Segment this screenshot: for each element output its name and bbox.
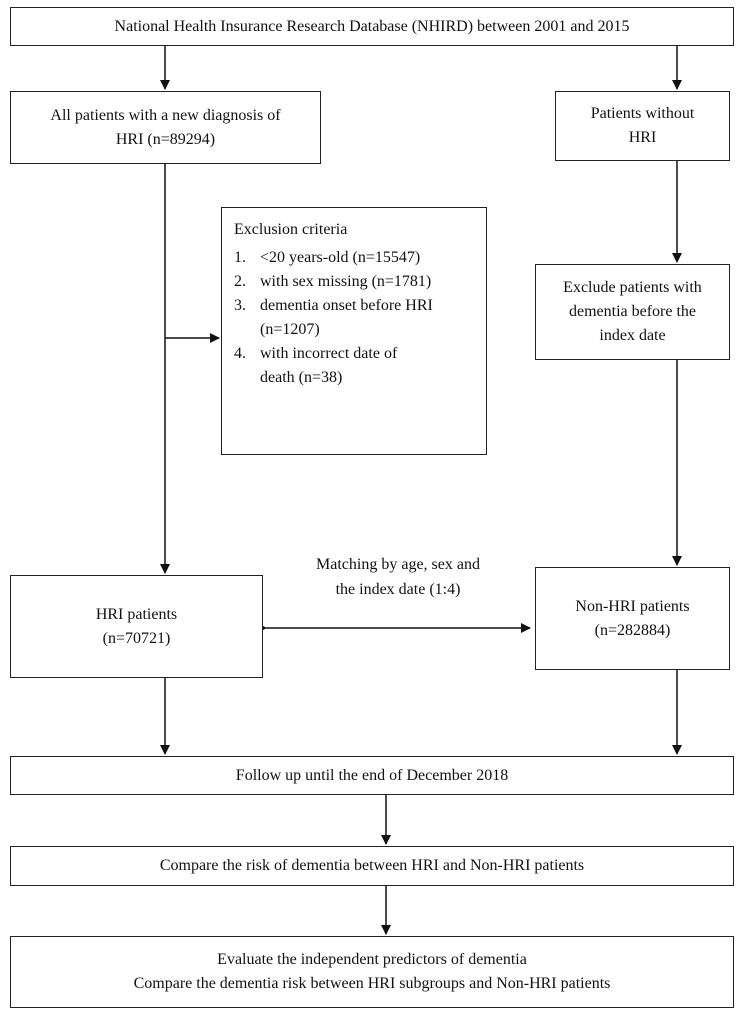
evaluate-line-1: Evaluate the independent predictors of d… <box>217 951 527 968</box>
exclusion-item-text: (n=1207) <box>260 321 320 338</box>
compare-risk-box: Compare the risk of dementia between HRI… <box>10 846 734 886</box>
exclusion-item: 3. dementia onset before HRI (n=1207) <box>234 294 474 342</box>
hri-new-diagnosis-line-2: HRI (n=89294) <box>115 130 216 148</box>
exclude-dementia-line-2: dementia before the <box>568 303 697 320</box>
matching-label: Matching by age, sex and the index date … <box>270 553 526 603</box>
hri-patients-line-1: HRI patients <box>95 605 178 623</box>
evaluate-line-2: Compare the dementia risk between HRI su… <box>133 975 611 992</box>
exclusion-item-text: <20 years-old (n=15547) <box>260 249 421 266</box>
exclusion-criteria-box: Exclusion criteria 1. <20 years-old (n=1… <box>221 207 487 455</box>
non-hri-patients-line-2: (n=282884) <box>594 621 671 639</box>
source-database-label: National Health Insurance Research Datab… <box>114 17 630 35</box>
non-hri-patients-box: Non-HRI patients (n=282884) <box>535 567 730 670</box>
patients-without-hri-box: Patients without HRI <box>555 91 730 161</box>
exclusion-criteria-title: Exclusion criteria <box>234 221 348 238</box>
source-database-box: National Health Insurance Research Datab… <box>10 7 734 46</box>
hri-patients-box: HRI patients (n=70721) <box>10 575 263 678</box>
exclusion-item: 4. with incorrect date of death (n=38) <box>234 342 474 390</box>
exclusion-item-number: 1. <box>234 249 246 266</box>
hri-new-diagnosis-line-1: All patients with a new diagnosis of <box>50 106 281 124</box>
exclusion-item-text: with incorrect date of <box>260 345 398 362</box>
exclude-dementia-box: Exclude patients with dementia before th… <box>535 264 730 360</box>
matching-line-1: Matching by age, sex and <box>316 556 480 573</box>
follow-up-label: Follow up until the end of December 2018 <box>235 766 509 784</box>
exclusion-item-number: 2. <box>234 273 246 290</box>
follow-up-box: Follow up until the end of December 2018 <box>10 756 734 795</box>
exclusion-item: 2. with sex missing (n=1781) <box>234 270 474 294</box>
hri-new-diagnosis-box: All patients with a new diagnosis of HRI… <box>10 91 321 164</box>
evaluate-predictors-box: Evaluate the independent predictors of d… <box>10 936 734 1008</box>
exclusion-criteria-list: 1. <20 years-old (n=15547) 2. with sex m… <box>234 246 474 390</box>
exclusion-item-text: with sex missing (n=1781) <box>260 273 432 290</box>
exclusion-item-text: dementia onset before HRI <box>260 297 433 314</box>
exclusion-item-number: 3. <box>234 297 246 314</box>
exclude-dementia-line-3: index date <box>599 327 666 344</box>
exclude-dementia-line-1: Exclude patients with <box>563 279 702 296</box>
matching-line-2: the index date (1:4) <box>335 580 461 598</box>
non-hri-patients-line-1: Non-HRI patients <box>575 597 690 615</box>
patients-without-hri-line-1: Patients without <box>590 105 695 122</box>
exclusion-item-text: death (n=38) <box>260 369 343 386</box>
exclusion-item-number: 4. <box>234 345 246 362</box>
hri-patients-line-2: (n=70721) <box>102 629 171 647</box>
exclusion-item: 1. <20 years-old (n=15547) <box>234 246 474 270</box>
compare-risk-label: Compare the risk of dementia between HRI… <box>159 857 585 874</box>
patients-without-hri-line-2: HRI <box>628 129 657 146</box>
